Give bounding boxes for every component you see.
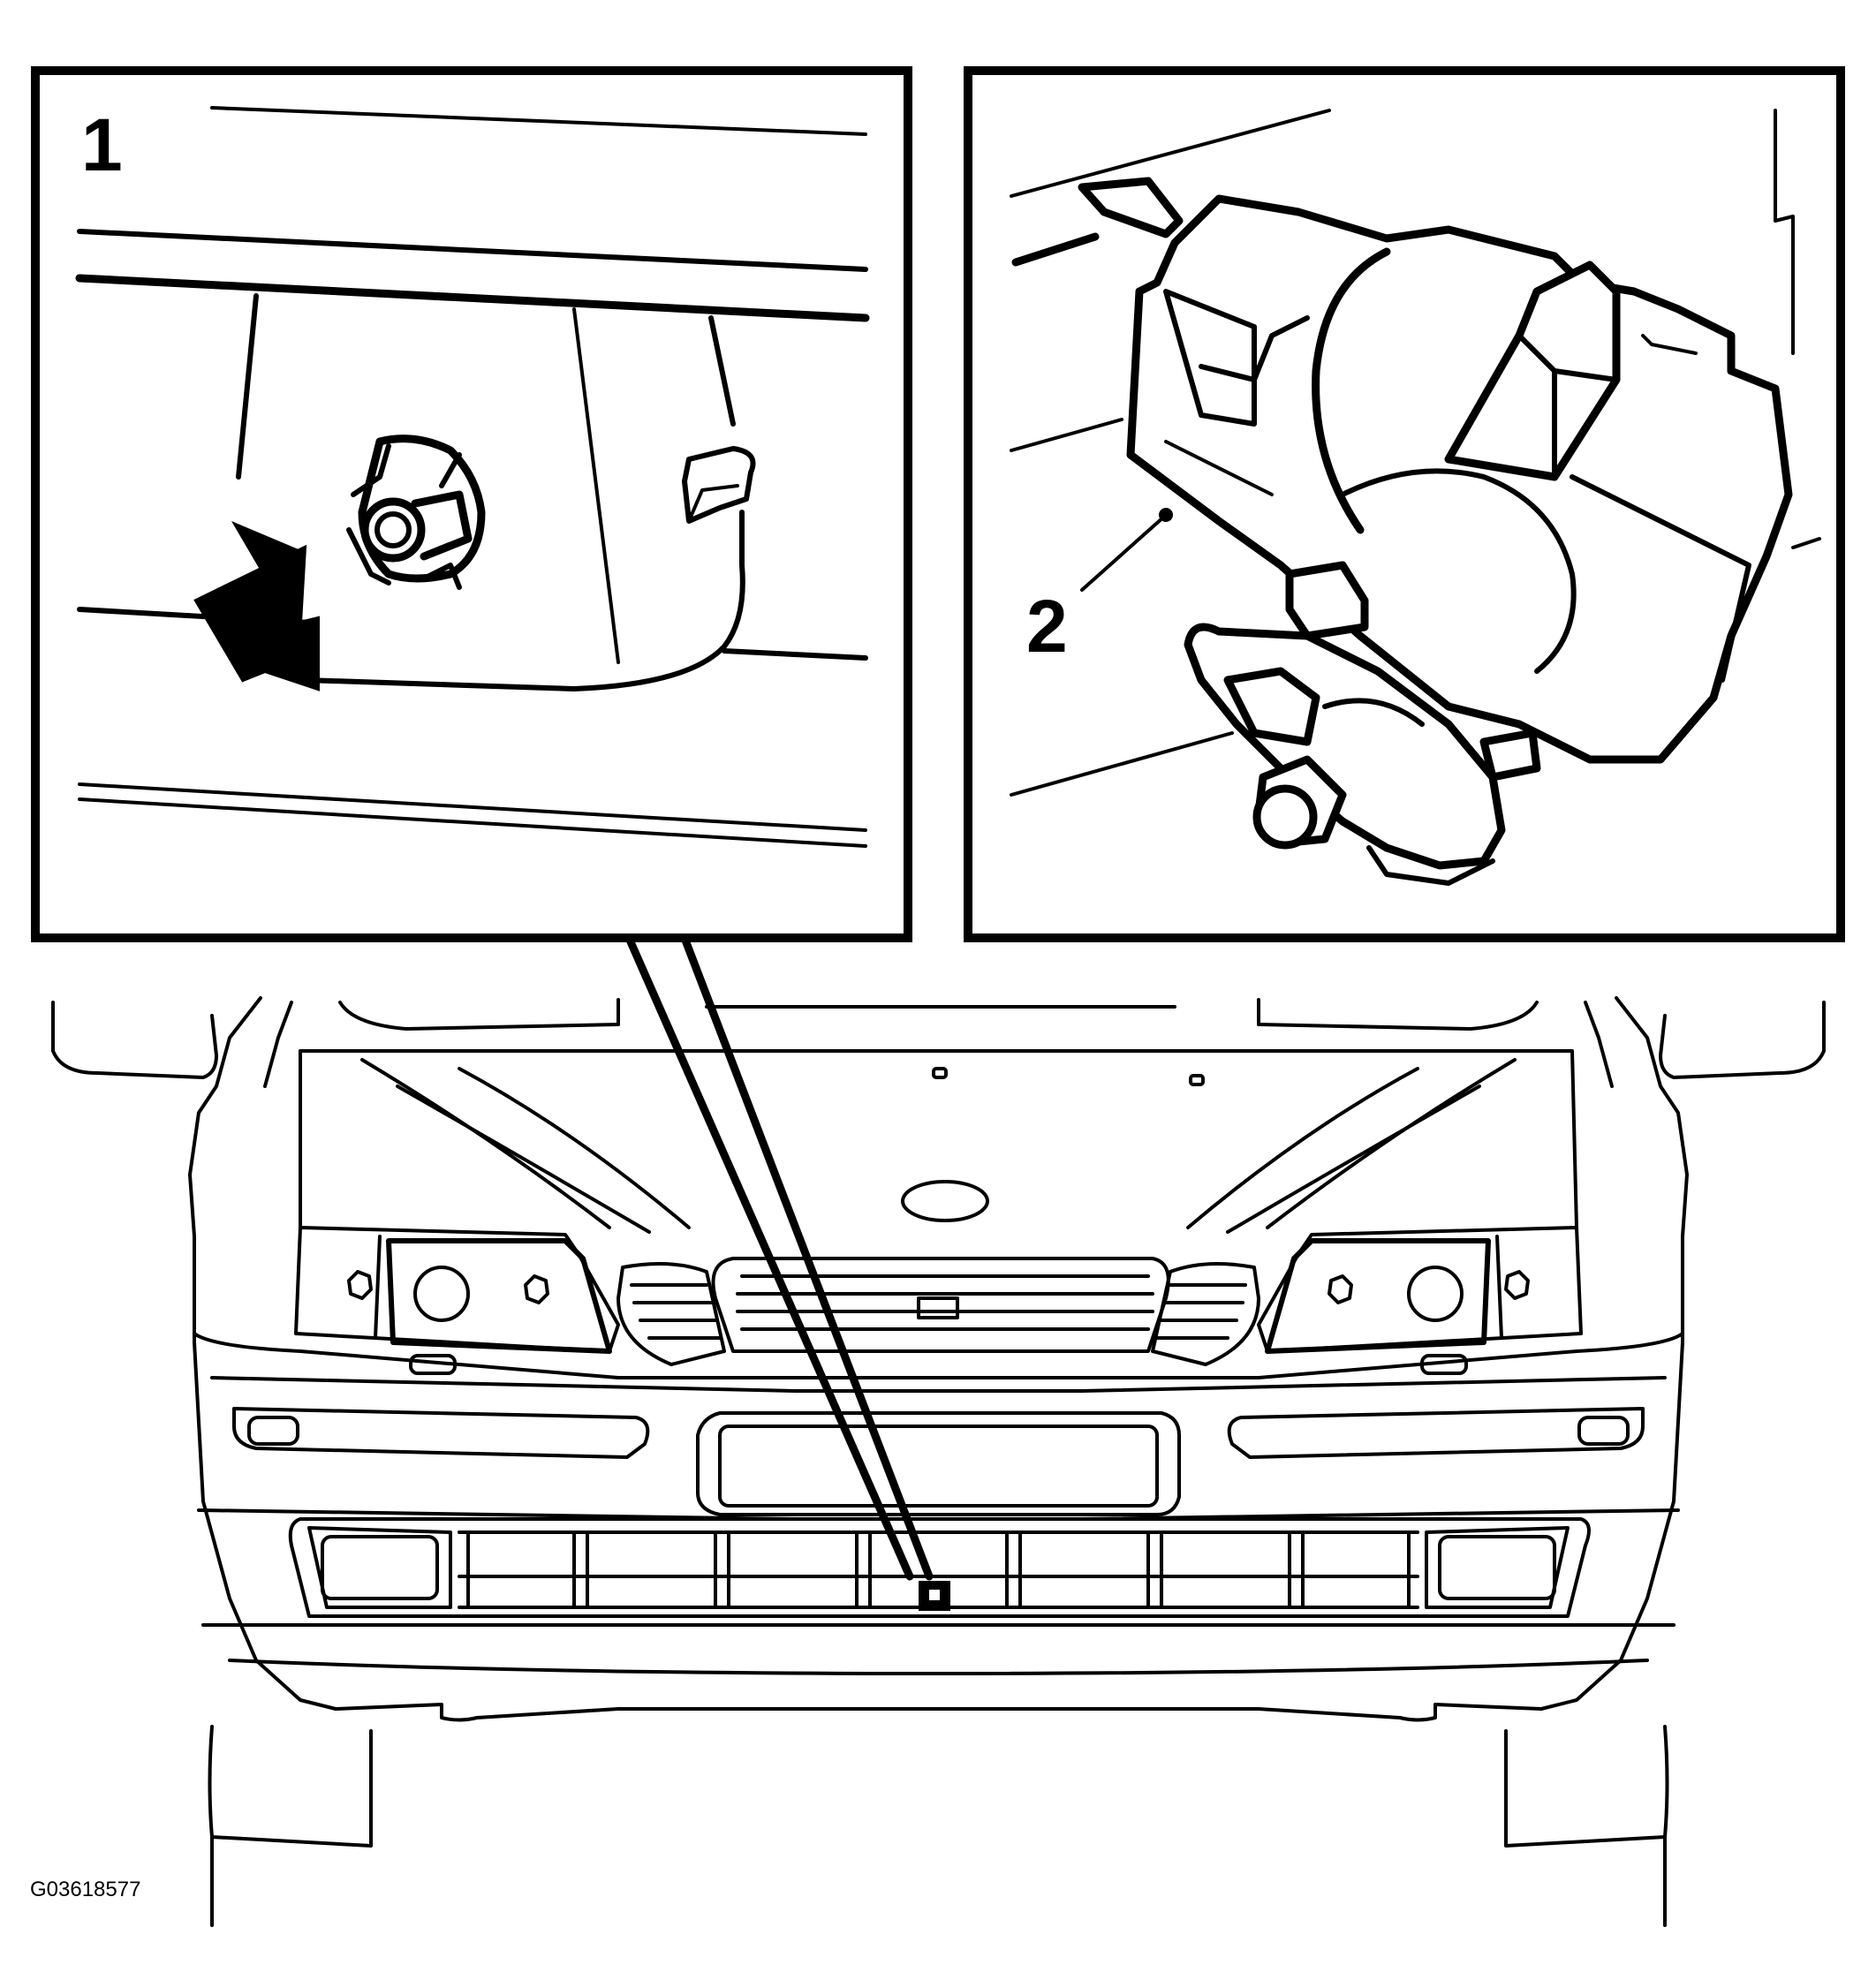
grille-slats <box>736 1274 1154 1331</box>
figure-id: G03618577 <box>30 1878 141 1901</box>
car-front-view <box>51 996 1826 1927</box>
callout-2: 2 <box>1026 585 1068 668</box>
clip-nut <box>346 435 486 590</box>
arrow-icon <box>193 544 320 692</box>
detail-panel-2: 2 <box>964 66 1845 942</box>
callout-1: 1 <box>81 103 123 186</box>
switch-assembly <box>1078 177 1793 886</box>
detail-panel-1: 1 <box>31 66 912 942</box>
